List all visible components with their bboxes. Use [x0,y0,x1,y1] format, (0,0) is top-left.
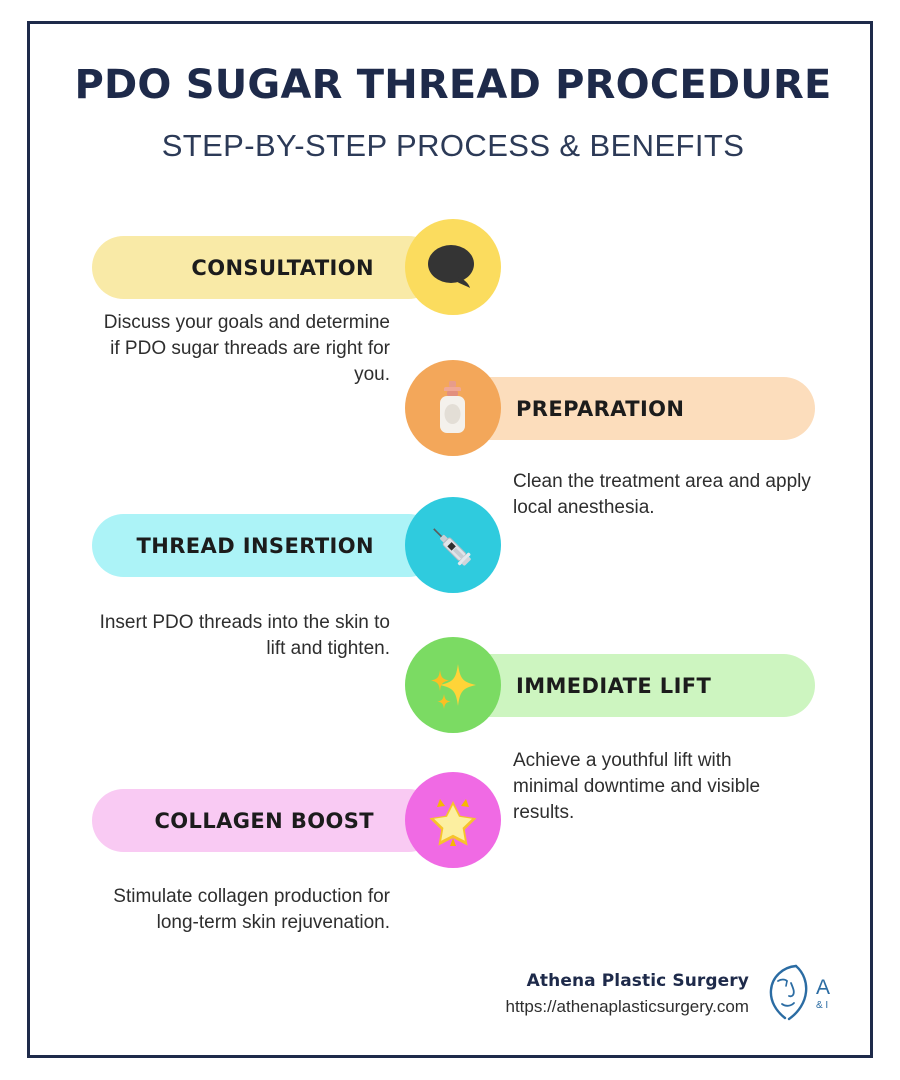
step-icon-circle-thread-insertion[interactable] [405,497,501,593]
step-label: COLLAGEN BOOST [154,808,374,833]
lotion-bottle-icon [432,379,474,437]
step-label: IMMEDIATE LIFT [516,673,712,698]
page-subtitle: STEP-BY-STEP PROCESS & BENEFITS [161,128,745,163]
step-description: Discuss your goals and determine if PDO … [103,312,390,386]
brand-name: Athena Plastic Surgery [526,970,749,991]
step-description: Clean the treatment area and apply local… [513,471,811,519]
logo-letters: A & I [816,977,830,1011]
poster-header: PDO SUGAR THREAD PROCEDURE STEP-BY-STEP … [30,62,876,164]
footer: Athena Plastic Surgery https://athenapla… [506,963,830,1025]
logo-subtext: & I [815,1000,829,1011]
step-icon-circle-collagen-boost[interactable] [405,772,501,868]
poster-frame: PDO SUGAR THREAD PROCEDURE STEP-BY-STEP … [27,21,873,1058]
footer-text-block: Athena Plastic Surgery https://athenapla… [506,969,749,1020]
step-icon-circle-consultation[interactable] [405,219,501,315]
step-description: Achieve a youthful lift with minimal dow… [513,750,761,824]
step-pill-preparation[interactable]: PREPARATION [450,377,815,440]
step-pill-thread-insertion[interactable]: THREAD INSERTION [92,514,440,577]
face-profile-icon [765,963,811,1025]
sparkles-icon [424,656,482,714]
step-pill-immediate-lift[interactable]: IMMEDIATE LIFT [450,654,815,717]
glowing-star-icon [423,790,483,850]
website-url[interactable]: https://athenaplasticsurgery.com [505,997,749,1016]
step-description: Insert PDO threads into the skin to lift… [99,612,390,660]
step-icon-circle-preparation[interactable] [405,360,501,456]
step-pill-collagen-boost[interactable]: COLLAGEN BOOST [92,789,440,852]
step-icon-circle-immediate-lift[interactable] [405,637,501,733]
step-label: THREAD INSERTION [136,533,374,558]
step-description: Stimulate collagen production for long-t… [113,886,390,934]
steps-list: CONSULTATION Discuss your goals and dete… [30,24,876,1061]
step-pill-consultation[interactable]: CONSULTATION [92,236,440,299]
logo-letter-a: A [815,976,830,999]
speech-bubble-icon [427,244,479,290]
step-label: CONSULTATION [191,255,374,280]
page-title: PDO SUGAR THREAD PROCEDURE [74,62,832,108]
syringe-icon [424,516,482,574]
step-label: PREPARATION [516,396,685,421]
brand-logo: A & I [765,963,830,1025]
